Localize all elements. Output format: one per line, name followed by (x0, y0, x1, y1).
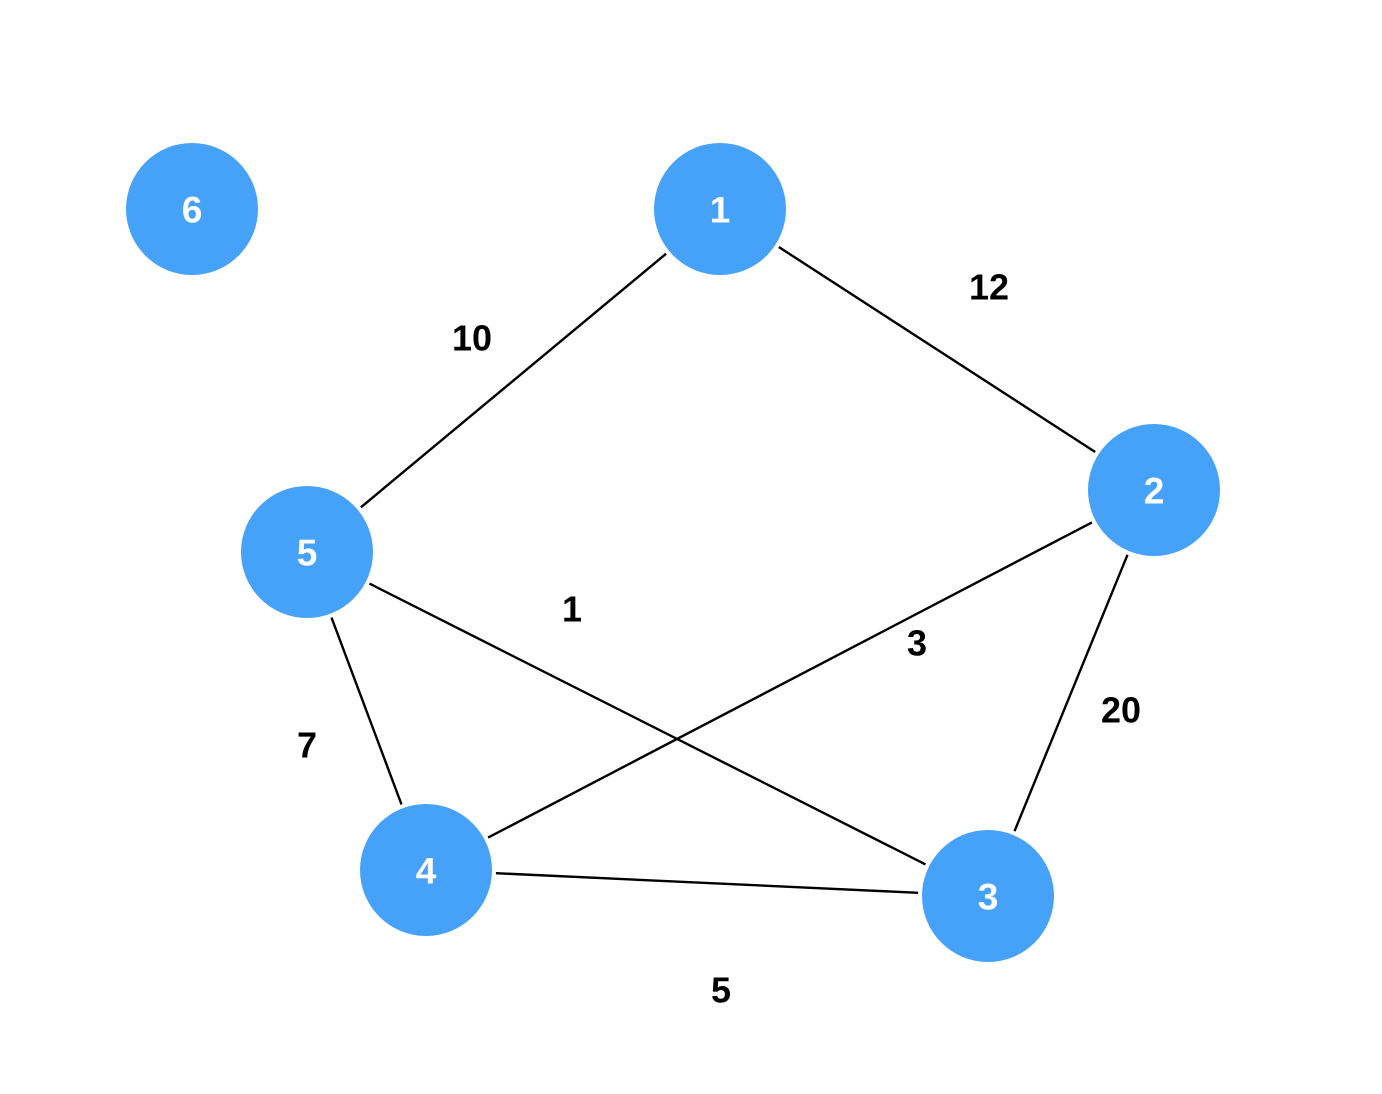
node-label-3: 3 (978, 877, 999, 918)
node-circle-5 (241, 486, 373, 618)
node-circle-1 (654, 143, 786, 275)
node-circle-4 (360, 804, 492, 936)
node-label-5: 5 (297, 533, 318, 574)
edge-weight-1-2: 12 (969, 267, 1009, 308)
node-4: 4 (360, 804, 492, 936)
edge-2-3 (1013, 554, 1129, 832)
node-3: 3 (922, 830, 1054, 962)
node-1: 1 (654, 143, 786, 275)
node-5: 5 (241, 486, 373, 618)
node-label-4: 4 (416, 851, 437, 892)
node-label-6: 6 (182, 190, 203, 231)
edge-weight-4-3: 5 (711, 970, 731, 1011)
edge-2-4 (487, 521, 1093, 839)
node-label-1: 1 (710, 190, 731, 231)
edge-1-2 (778, 245, 1096, 454)
edges-layer (330, 245, 1129, 894)
edge-weight-5-3: 1 (562, 589, 582, 630)
edge-4-3 (495, 872, 919, 894)
node-label-2: 2 (1144, 471, 1165, 512)
edge-1-5 (360, 252, 667, 509)
node-circle-3 (922, 830, 1054, 962)
node-6: 6 (126, 143, 258, 275)
edge-5-3 (368, 582, 927, 866)
node-circle-2 (1088, 424, 1220, 556)
edge-weight-2-4: 3 (907, 623, 927, 664)
edge-weights-layer: 12 10 3 20 1 7 5 (297, 267, 1141, 1011)
edge-weight-2-3: 20 (1101, 690, 1141, 731)
edge-5-4 (330, 617, 403, 805)
edge-weight-1-5: 10 (452, 318, 492, 359)
edge-weight-5-4: 7 (297, 725, 317, 766)
node-2: 2 (1088, 424, 1220, 556)
node-circle-6 (126, 143, 258, 275)
